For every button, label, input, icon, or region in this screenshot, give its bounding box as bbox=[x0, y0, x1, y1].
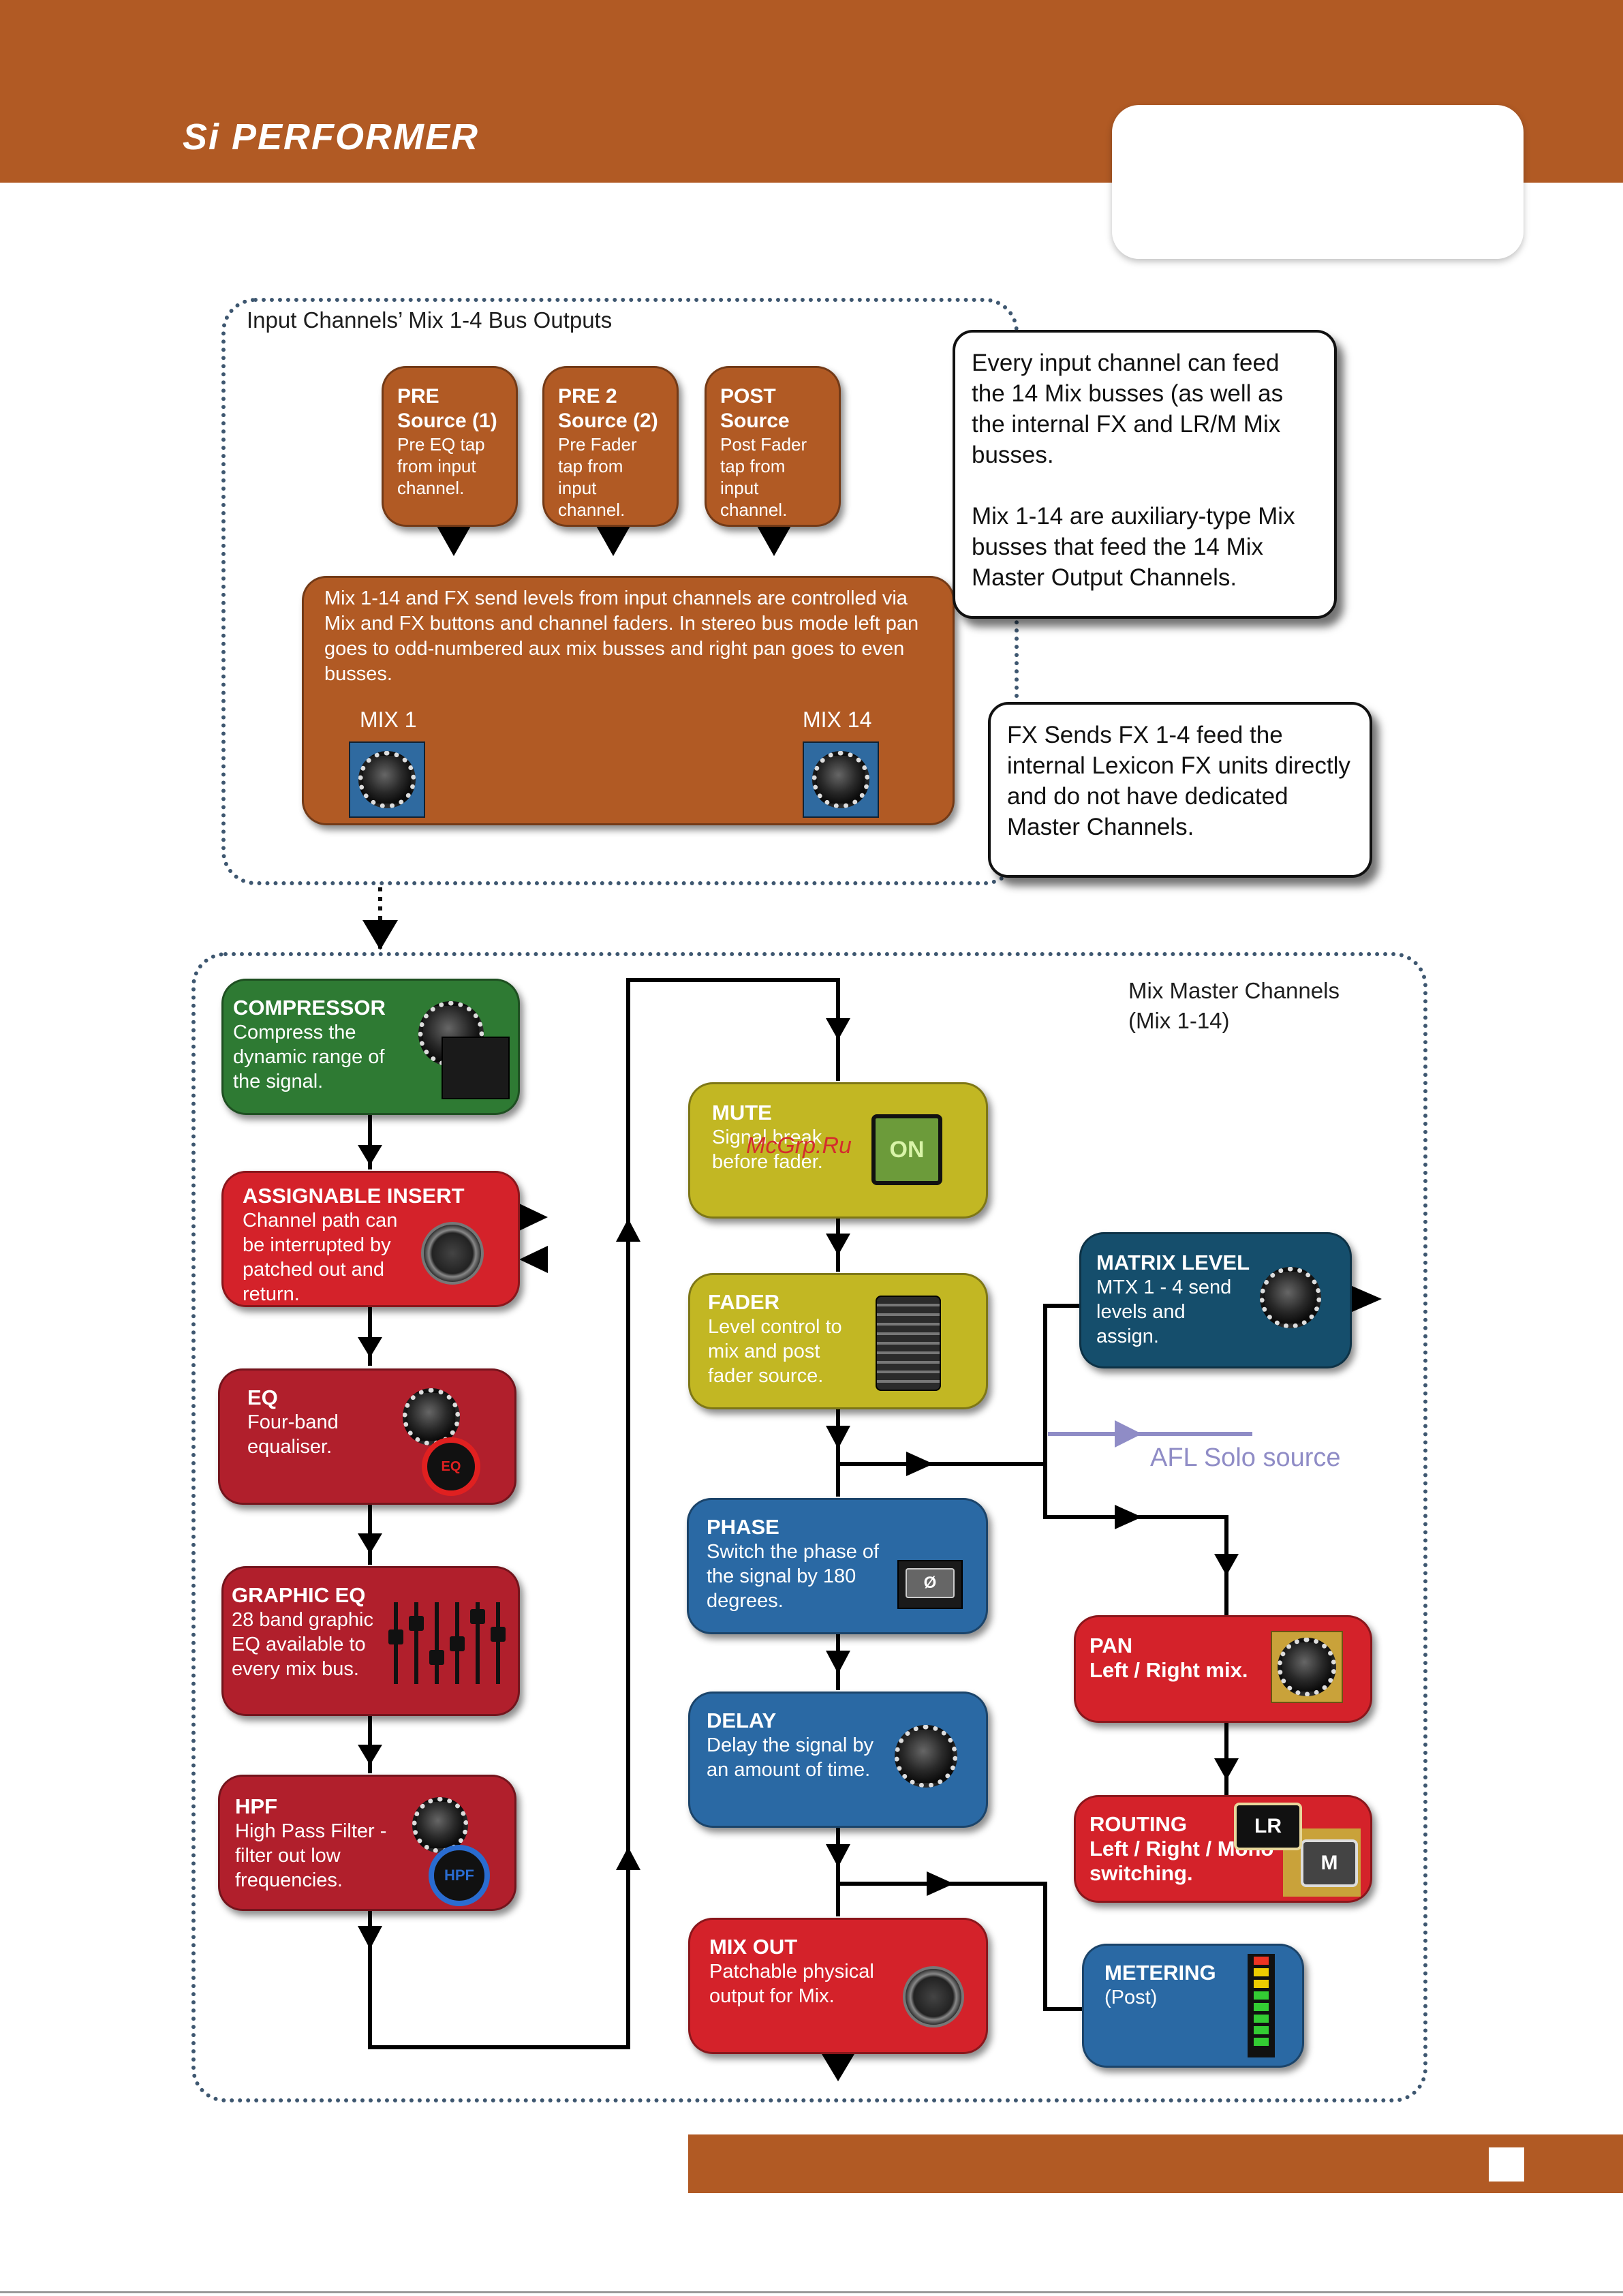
header-title-box bbox=[1112, 105, 1524, 259]
mute-on-button[interactable]: ON bbox=[871, 1114, 942, 1185]
block-desc: Left / Right mix. bbox=[1089, 1658, 1248, 1682]
level-meter-icon bbox=[1248, 1954, 1275, 2057]
source-title: POST Source bbox=[720, 385, 790, 432]
mix1-label: MIX 1 bbox=[360, 707, 417, 732]
source-desc: Pre Fader tap from input channel. bbox=[558, 434, 637, 520]
afl-solo-label: AFL Solo source bbox=[1150, 1443, 1341, 1472]
block-desc: Switch the phase of the signal by 180 de… bbox=[707, 1541, 880, 1612]
block-desc: Signal break before fader. bbox=[712, 1127, 823, 1173]
mix-send-text: Mix 1-14 and FX send levels from input c… bbox=[324, 587, 919, 685]
brand-logo: Si PERFORMER bbox=[183, 117, 480, 157]
input-panel-title: Input Channels’ Mix 1-4 Bus Outputs bbox=[247, 307, 613, 333]
block-desc: Delay the signal by an amount of time. bbox=[707, 1734, 874, 1781]
block-title: ASSIGNABLE INSERT bbox=[243, 1184, 465, 1208]
xlr-connector-icon bbox=[903, 1966, 964, 2027]
block-title: COMPRESSOR bbox=[233, 996, 386, 1020]
block-title: PHASE bbox=[707, 1515, 779, 1539]
mix-master-panel bbox=[191, 952, 1427, 2102]
phase-button-label: Ø bbox=[906, 1568, 955, 1598]
knob-icon bbox=[358, 751, 416, 808]
block-title: FADER bbox=[708, 1290, 780, 1314]
mix14-knob[interactable] bbox=[803, 741, 879, 818]
block-desc: Channel path can be interrupted by patch… bbox=[243, 1210, 398, 1305]
source-title: PRE Source (1) bbox=[397, 385, 497, 432]
source-block-pre1: PRE Source (1) Pre EQ tap from input cha… bbox=[382, 366, 518, 527]
graphic-eq-block: GRAPHIC EQ 28 band graphic EQ available … bbox=[221, 1566, 520, 1716]
block-title: EQ bbox=[247, 1386, 278, 1409]
block-title: GRAPHIC EQ bbox=[232, 1583, 366, 1607]
block-title: METERING bbox=[1104, 1961, 1216, 1985]
master-panel-title: Mix Master Channels bbox=[1128, 978, 1340, 1003]
block-desc: High Pass Filter - filter out low freque… bbox=[235, 1820, 387, 1891]
phase-block: PHASE Switch the phase of the signal by … bbox=[687, 1498, 988, 1634]
assignable-insert-block: ASSIGNABLE INSERT Channel path can be in… bbox=[221, 1171, 520, 1307]
mix14-label: MIX 14 bbox=[803, 707, 872, 732]
hpf-button[interactable]: HPF bbox=[429, 1845, 490, 1906]
block-desc: 28 band graphic EQ available to every mi… bbox=[232, 1609, 373, 1680]
callout-paragraph: Mix 1-14 are auxiliary-type Mix busses t… bbox=[972, 503, 1295, 591]
block-title: PAN bbox=[1089, 1634, 1133, 1657]
hpf-block: HPF High Pass Filter - filter out low fr… bbox=[218, 1775, 516, 1911]
block-desc: Four-band equaliser. bbox=[247, 1411, 339, 1458]
master-panel-subtitle: (Mix 1-14) bbox=[1128, 1008, 1230, 1033]
pan-block: PAN Left / Right mix. bbox=[1074, 1615, 1372, 1723]
page-number-box bbox=[1489, 2147, 1524, 2182]
hpf-knob-icon[interactable] bbox=[412, 1797, 468, 1853]
mix-send-block: Mix 1-14 and FX send levels from input c… bbox=[302, 576, 955, 825]
block-title: MUTE bbox=[712, 1101, 772, 1124]
eq-block: EQ Four-band equaliser. EQ bbox=[218, 1368, 516, 1505]
mute-block: MUTE Signal break before fader. ON bbox=[688, 1082, 988, 1219]
footer-band bbox=[688, 2134, 1623, 2193]
mix-out-block: MIX OUT Patchable physical output for Mi… bbox=[688, 1918, 988, 2054]
metering-block: METERING (Post) bbox=[1082, 1944, 1304, 2068]
graphic-eq-sliders-icon bbox=[382, 1589, 508, 1704]
source-desc: Pre EQ tap from input channel. bbox=[397, 434, 485, 498]
block-title: HPF bbox=[235, 1794, 277, 1818]
routing-lr-button[interactable]: LR bbox=[1234, 1803, 1302, 1850]
xlr-connector-icon bbox=[421, 1222, 484, 1285]
block-desc: Level control to mix and post fader sour… bbox=[708, 1316, 842, 1387]
delay-knob-icon[interactable] bbox=[895, 1725, 957, 1788]
block-desc: MTX 1 - 4 send levels and assign. bbox=[1096, 1276, 1232, 1347]
fader-cap-icon[interactable] bbox=[876, 1296, 941, 1391]
delay-block: DELAY Delay the signal by an amount of t… bbox=[688, 1692, 988, 1828]
source-block-post: POST Source Post Fader tap from input ch… bbox=[705, 366, 841, 527]
matrix-level-block: MATRIX LEVEL MTX 1 - 4 send levels and a… bbox=[1079, 1232, 1352, 1368]
routing-mono-button[interactable]: M bbox=[1301, 1839, 1358, 1887]
block-desc: Compress the dynamic range of the signal… bbox=[233, 1022, 385, 1092]
matrix-knob-icon[interactable] bbox=[1260, 1267, 1321, 1328]
knob-icon bbox=[812, 751, 869, 808]
block-title: MATRIX LEVEL bbox=[1096, 1251, 1250, 1274]
callout-paragraph: Every input channel can feed the 14 Mix … bbox=[972, 350, 1284, 468]
eq-knob-icon[interactable] bbox=[403, 1388, 460, 1445]
routing-block: ROUTING Left / Right / Mono switching. M… bbox=[1074, 1795, 1372, 1903]
source-desc: Post Fader tap from input channel. bbox=[720, 434, 807, 520]
block-title: DELAY bbox=[707, 1709, 777, 1732]
block-desc: (Post) bbox=[1104, 1987, 1158, 2008]
pan-knob-plate[interactable] bbox=[1271, 1631, 1343, 1703]
source-title: PRE 2 Source (2) bbox=[558, 385, 658, 432]
block-title: MIX OUT bbox=[709, 1935, 798, 1959]
knob-icon bbox=[1278, 1638, 1336, 1696]
mix1-knob[interactable] bbox=[349, 741, 425, 818]
compressor-block: COMPRESSOR Compress the dynamic range of… bbox=[221, 979, 520, 1115]
block-desc: Patchable physical output for Mix. bbox=[709, 1961, 874, 2007]
block-title: ROUTING bbox=[1089, 1812, 1187, 1836]
fx-sends-callout: FX Sends FX 1-4 feed the internal Lexico… bbox=[988, 702, 1372, 878]
eq-button[interactable]: EQ bbox=[422, 1437, 480, 1496]
phase-button[interactable]: Ø bbox=[897, 1560, 963, 1609]
bottom-rule bbox=[0, 2291, 1623, 2293]
source-block-pre2: PRE 2 Source (2) Pre Fader tap from inpu… bbox=[542, 366, 679, 527]
watermark-text: McGrp.Ru bbox=[746, 1133, 852, 1159]
mix-busses-callout: Every input channel can feed the 14 Mix … bbox=[953, 330, 1337, 619]
fader-block: FADER Level control to mix and post fade… bbox=[688, 1273, 988, 1409]
compressor-button[interactable] bbox=[442, 1037, 510, 1099]
